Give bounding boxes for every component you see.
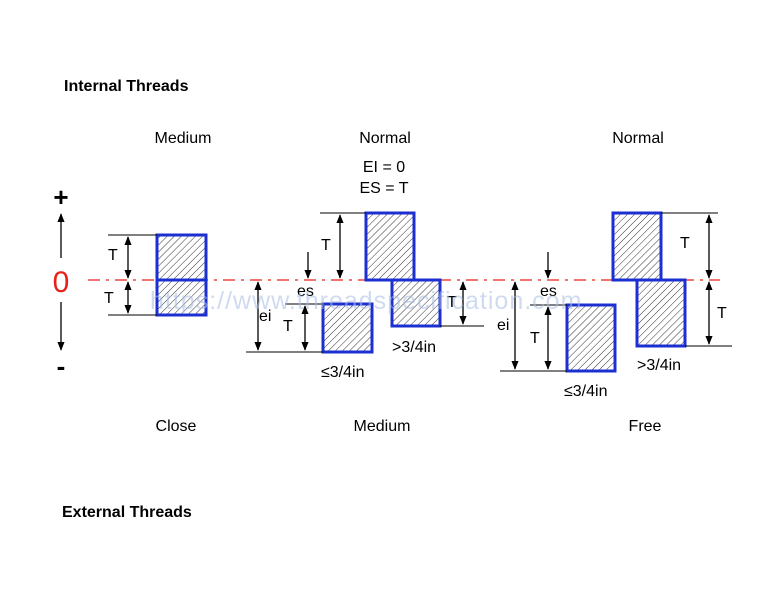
internal-class-label-3: Normal [612,130,664,147]
large-diameter-label: >3/4in [637,357,681,374]
internal-threads-heading: Internal Threads [64,78,189,95]
tolerance-label: T [108,247,118,264]
minus-sign: - [57,351,66,381]
es-label: es [297,283,314,300]
group-normal-medium: T es ei T T ≤3/4in >3/4in [246,211,484,381]
tolerance-label: T [321,237,331,254]
external-class-label-3: Free [629,418,662,435]
small-diameter-label: ≤3/4in [321,364,364,381]
external-class-label-2: Medium [354,418,411,435]
external-tolerance-box-large [635,278,687,348]
external-tolerance-box-small [321,302,374,354]
external-class-label-1: Close [156,418,197,435]
internal-class-label-2: Normal [359,130,411,147]
internal-tolerance-box-2 [364,211,416,282]
tolerance-label: T [530,330,540,347]
external-tolerance-box-1 [155,278,208,317]
tolerance-label: T [447,294,457,311]
tolerance-label: T [104,290,114,307]
ei-label: ei [259,308,271,325]
tolerance-label: T [717,305,727,322]
ei-label: ei [497,317,509,334]
formula-es: ES = T [359,180,408,197]
external-tolerance-box-small [565,303,617,373]
tolerance-label: T [283,318,293,335]
small-diameter-label: ≤3/4in [564,383,607,400]
zero-label: 0 [53,266,70,299]
internal-tolerance-box-3 [611,211,663,282]
plus-sign: + [53,182,68,212]
group-normal-free: T T es ei T ≤3/4in >3/4in [497,211,732,400]
group-close-medium: T T [104,233,208,317]
watermark: https://www.threadspecification.com [150,287,582,315]
large-diameter-label: >3/4in [392,339,436,356]
tolerance-label: T [680,235,690,252]
internal-class-label-1: Medium [155,130,212,147]
external-tolerance-box-large [390,278,442,328]
internal-tolerance-box-1 [155,233,208,282]
es-label: es [540,283,557,300]
formula-ei: EI = 0 [363,159,405,176]
external-threads-heading: External Threads [62,504,192,521]
